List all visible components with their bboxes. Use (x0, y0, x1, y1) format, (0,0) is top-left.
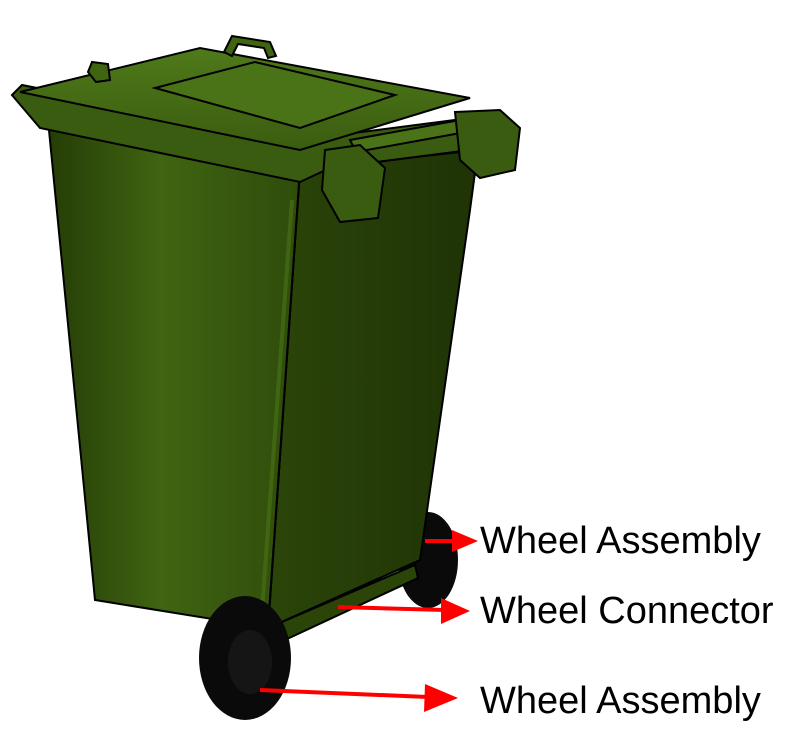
rear-hinge-right (453, 108, 522, 180)
lid-handle (222, 34, 278, 60)
callout-label-wheel-connector: Wheel Connector (480, 590, 774, 632)
bin-corner-highlight (260, 199, 294, 611)
lid-inner-panel (151, 60, 399, 130)
bin-corner-edge (267, 169, 301, 629)
callout-label-wheel-assembly-bottom: Wheel Assembly (480, 680, 761, 722)
lid-tab-left (86, 60, 112, 84)
bin-front-panel (46, 118, 302, 630)
callout-arrow-wheel-assembly-top (425, 530, 478, 552)
callout-label-wheel-assembly-top: Wheel Assembly (480, 520, 761, 562)
callout-arrow-wheel-assembly-bottom (259, 684, 458, 712)
front-wheel-hub (228, 630, 272, 694)
rear-hinge-center (320, 143, 387, 224)
callout-arrow-wheel-connector (337, 598, 470, 624)
